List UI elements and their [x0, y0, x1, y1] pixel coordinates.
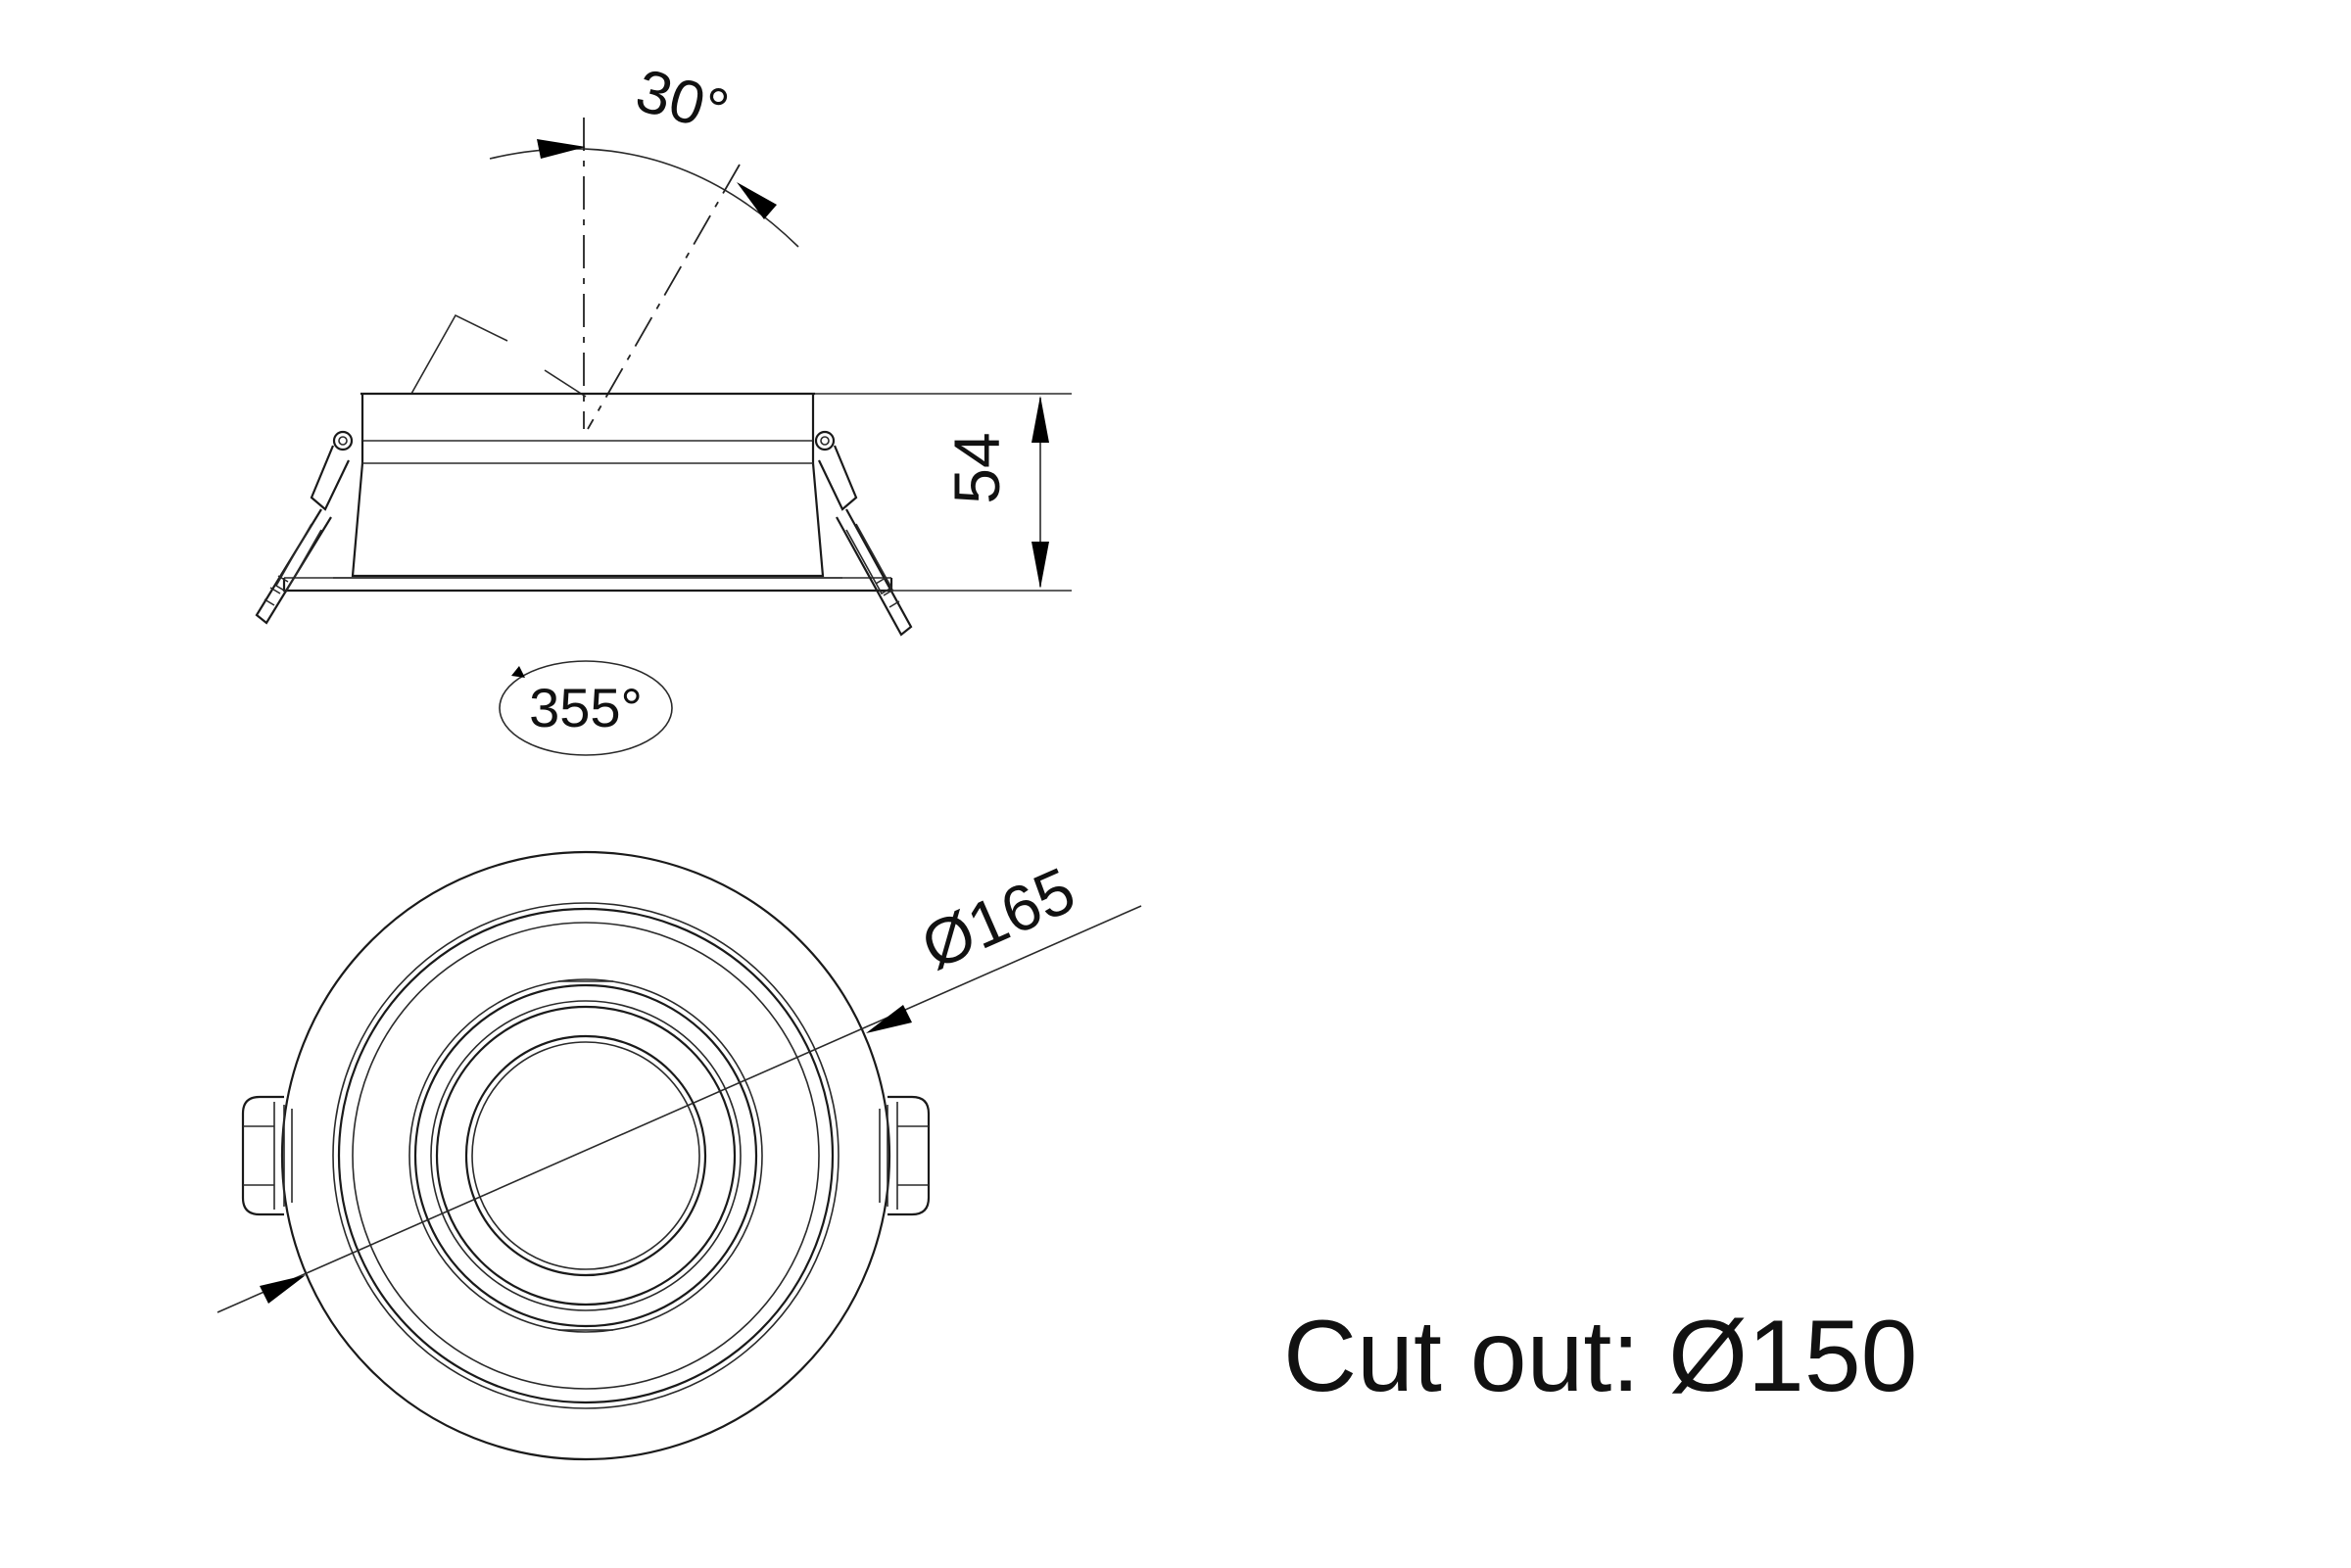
ring-4	[352, 922, 820, 1390]
side-tab-left	[241, 1095, 293, 1216]
ring-6	[413, 983, 758, 1328]
spring-clip-left	[255, 430, 354, 625]
flange-rim	[282, 578, 893, 593]
height-arrow-bottom	[1032, 542, 1049, 589]
spring-clip-right	[814, 430, 913, 637]
inner-lens-edge	[471, 1041, 700, 1270]
side-tab-right	[879, 1095, 931, 1216]
rotation-label: 355°	[529, 677, 643, 738]
tilted-outline	[410, 313, 508, 395]
tilt-arrow-left	[537, 139, 586, 159]
luminaire-body-side	[282, 392, 893, 593]
tilt-arrow-right	[737, 182, 777, 219]
ring-3	[337, 907, 835, 1404]
ring-2	[332, 902, 840, 1409]
side-view: 30°	[255, 57, 1072, 637]
rotation-arrow	[511, 666, 525, 678]
ring-7	[430, 1000, 742, 1311]
diameter-line	[216, 905, 1142, 1313]
rotation-dimension: 355°	[499, 660, 673, 756]
height-label: 54	[940, 432, 1013, 503]
tilted-outline-inner	[544, 369, 587, 398]
ring-5	[408, 978, 763, 1333]
body-taper	[351, 441, 825, 578]
outer-ring	[280, 850, 891, 1461]
height-arrow-top	[1032, 396, 1049, 443]
diameter-label: Ø165	[911, 853, 1085, 983]
tilt-angle-label: 30°	[629, 57, 735, 146]
rotation-ellipse	[499, 660, 673, 756]
inner-lens	[464, 1034, 707, 1277]
front-view: Ø165	[216, 850, 1142, 1461]
tilted-axis-line	[587, 164, 741, 430]
diameter-arrow-right	[866, 1005, 912, 1033]
tilt-angle-dimension: 30°	[489, 57, 799, 430]
height-dimension: 54	[815, 393, 1072, 592]
ring-8	[435, 1005, 737, 1307]
cut-out-note: Cut out: Ø150	[1283, 1300, 1918, 1413]
diameter-arrow-left	[260, 1275, 306, 1304]
